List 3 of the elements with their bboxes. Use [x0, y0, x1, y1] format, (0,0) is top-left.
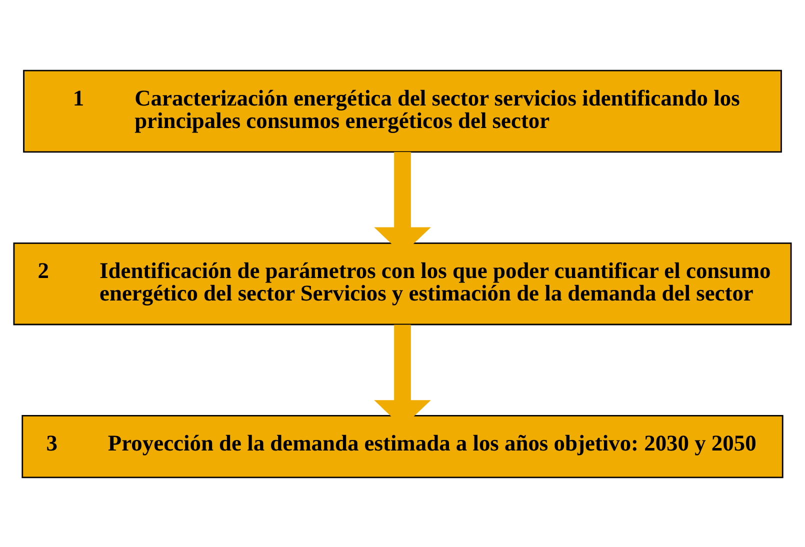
node-box: 2 Identificación de parámetros con los que poder cuantificar el consumo energético del sector Servicios y estimación de la demanda del sector: [13, 242, 792, 325]
node-box: 1 Caracterización energética del sector servicios identificando los principales consumos energéticos del sector: [23, 69, 782, 152]
node-box: 3 Proyección de la demanda estimada a los años objetivo: 2030 y 2050: [22, 414, 784, 478]
